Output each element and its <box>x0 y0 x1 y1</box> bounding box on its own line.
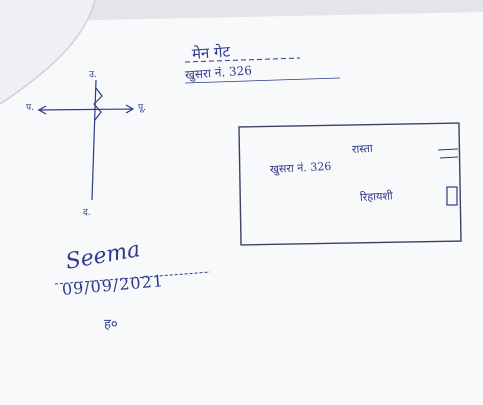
compass-horizontal-line <box>37 108 133 111</box>
compass-east-label: पू. <box>138 103 146 113</box>
plot-rectangle <box>238 122 462 246</box>
compass-west-label: प. <box>26 103 34 113</box>
khasra-label: खुसरा नं. 326 <box>269 159 332 176</box>
residential-label: रिहायशी <box>359 189 394 204</box>
compass-south-label: द. <box>83 208 91 218</box>
compass-north-label: उ. <box>89 70 97 80</box>
compass-vertical-line <box>91 79 97 201</box>
compass-sketch <box>37 79 135 201</box>
compass-north-arrow <box>93 87 103 121</box>
curled-page-corner <box>0 0 95 104</box>
road-label: रास्ता <box>351 141 374 156</box>
gate-mark <box>446 186 458 206</box>
paper-sheet <box>0 12 483 405</box>
signature-label: ह० <box>104 317 118 332</box>
plan-title: मेन गेट <box>191 42 231 63</box>
